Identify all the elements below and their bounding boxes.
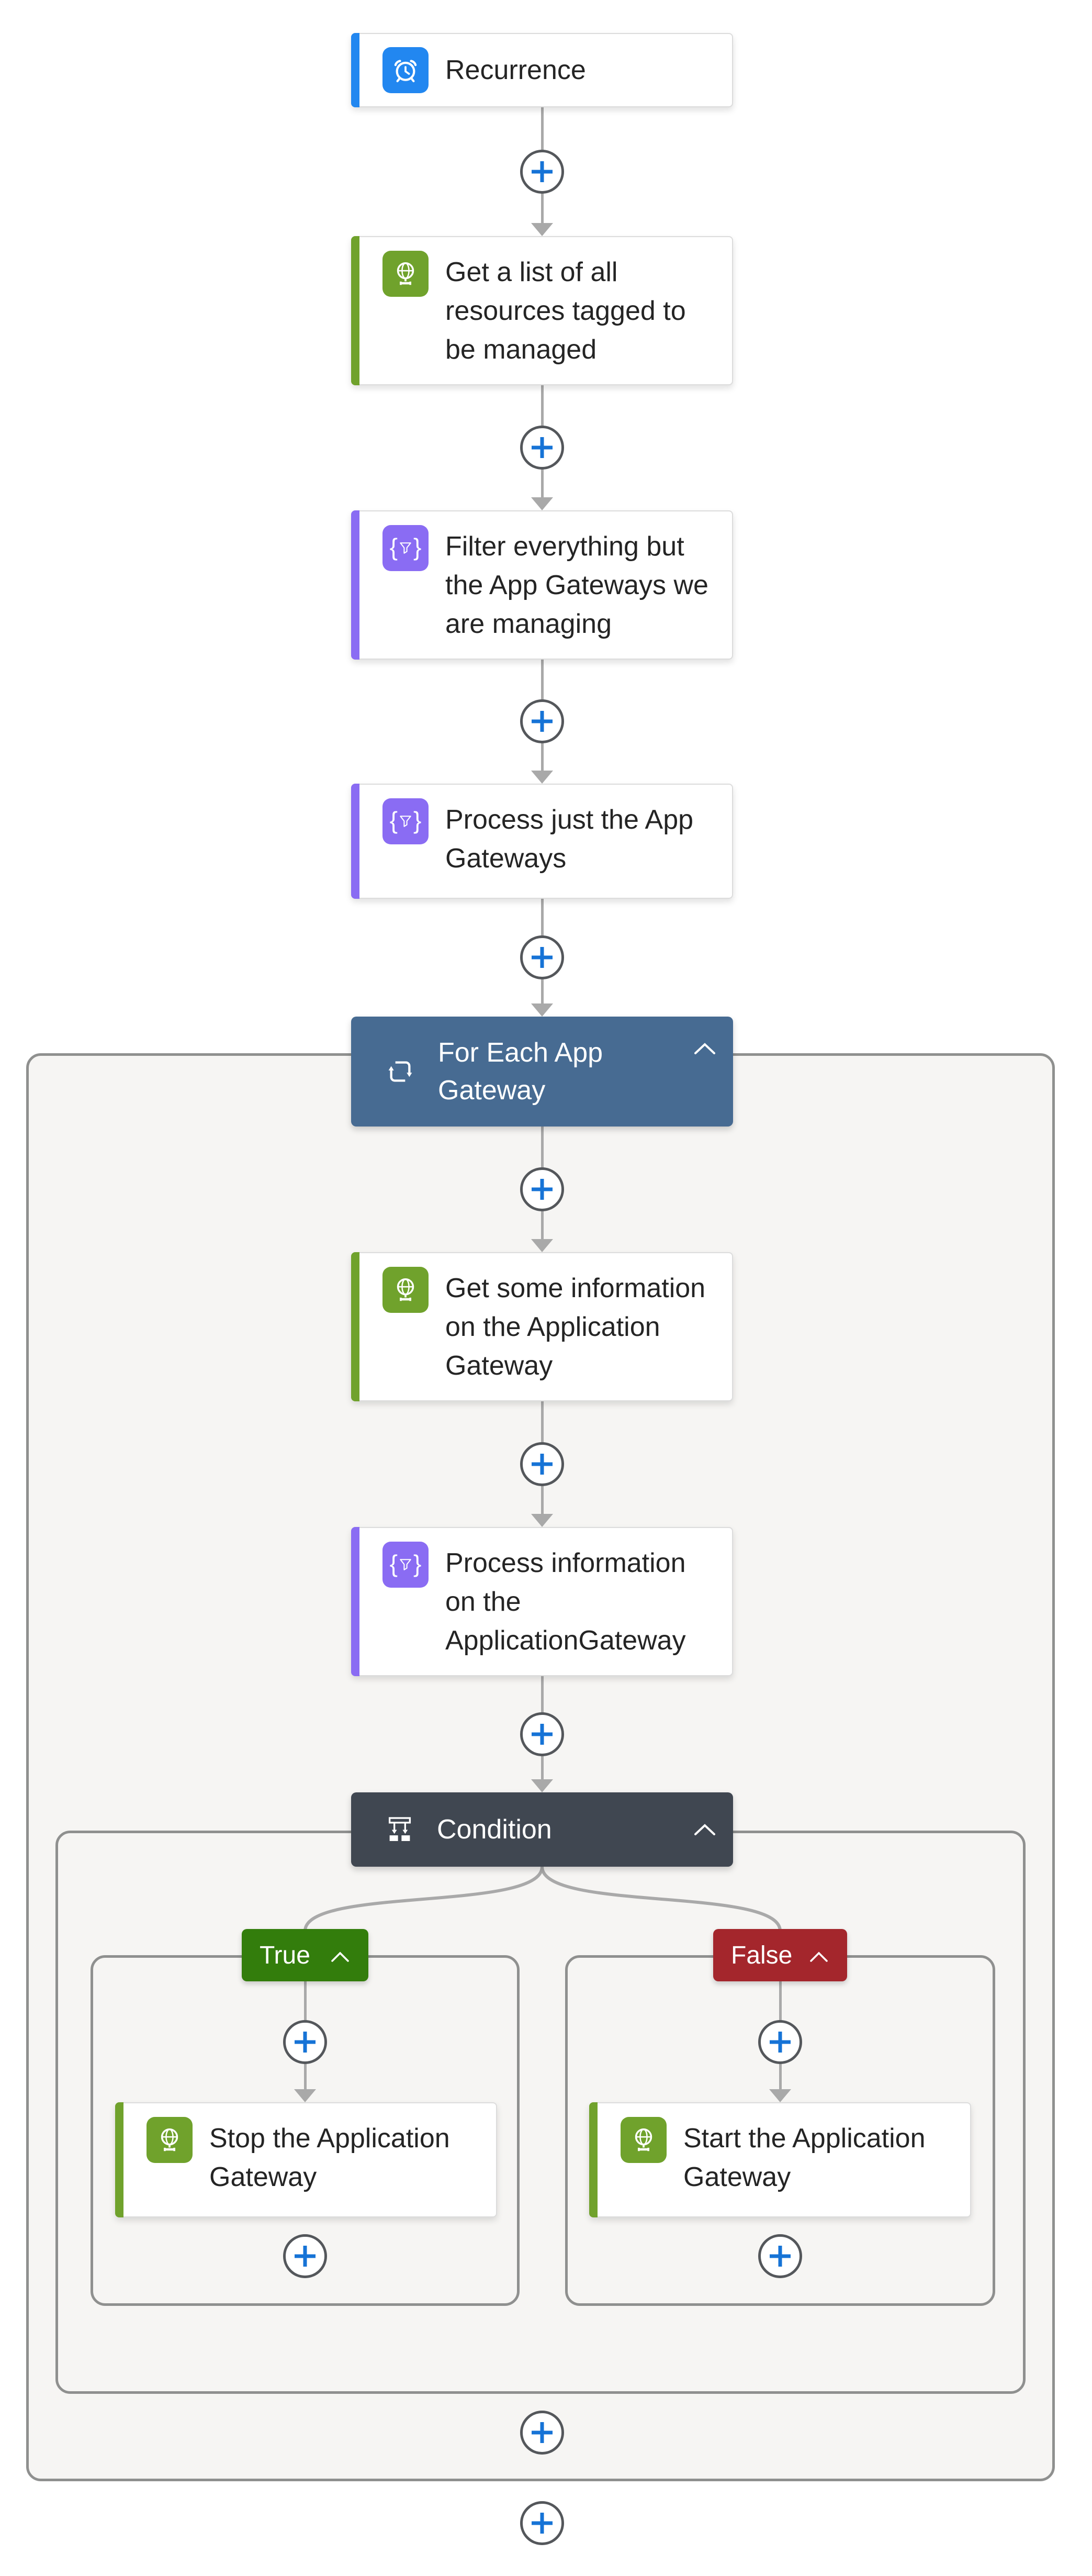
add-action-plus-button[interactable] — [758, 2234, 802, 2278]
accent-bar — [589, 2102, 598, 2217]
accent-bar — [351, 1527, 359, 1676]
collapse-chevron-icon[interactable] — [330, 1941, 351, 1970]
loop-icon — [384, 1055, 417, 1088]
arrow-down-icon — [531, 223, 553, 236]
recurrence-clock-icon — [382, 47, 429, 93]
action-title: Stop the Application Gateway — [209, 2123, 450, 2192]
brace-right-glyph: } — [413, 807, 422, 834]
accent-bar — [351, 1252, 359, 1401]
false-branch-badge[interactable]: False — [713, 1929, 847, 1981]
arrow-down-icon — [531, 1514, 553, 1527]
brace-left-glyph: { — [389, 533, 398, 561]
collapse-chevron-icon[interactable] — [808, 1941, 829, 1970]
action-title: Get some information on the Application … — [445, 1273, 706, 1381]
funnel-glyph — [400, 1559, 411, 1570]
braces-filter-icon: { } — [382, 525, 429, 571]
condition-scope-header[interactable]: Condition — [351, 1792, 733, 1867]
accent-bar — [351, 510, 359, 660]
brace-left-glyph: { — [389, 1550, 398, 1577]
insert-step-plus-button[interactable] — [758, 2020, 802, 2064]
braces-filter-icon: { } — [382, 798, 429, 844]
arrow-down-icon — [769, 2089, 791, 2102]
action-card-process-gateways[interactable]: { } Process just the App Gateways — [351, 784, 733, 899]
insert-step-plus-button[interactable] — [520, 699, 564, 743]
action-card-start-gateway[interactable]: Start the Application Gateway — [589, 2102, 971, 2217]
arrow-down-icon — [294, 2089, 316, 2102]
brace-right-glyph: } — [413, 1550, 422, 1577]
trigger-card-recurrence[interactable]: Recurrence — [351, 33, 733, 107]
condition-branch-icon — [384, 1813, 416, 1846]
add-action-plus-button[interactable] — [520, 2411, 564, 2455]
insert-step-plus-button[interactable] — [520, 150, 564, 194]
braces-filter-icon: { } — [382, 1542, 429, 1588]
true-branch-badge[interactable]: True — [242, 1929, 368, 1981]
action-title: Filter everything but the App Gateways w… — [445, 531, 708, 639]
scope-title: For Each App Gateway — [438, 1038, 603, 1106]
action-card-get-list[interactable]: Get a list of all resources tagged to be… — [351, 236, 733, 385]
accent-bar — [351, 784, 359, 899]
globe-connector-icon — [621, 2117, 667, 2163]
branch-label: False — [731, 1941, 793, 1969]
insert-step-plus-button[interactable] — [520, 1167, 564, 1211]
globe-connector-icon — [382, 1267, 429, 1313]
accent-bar — [115, 2102, 123, 2217]
arrow-down-icon — [531, 1779, 553, 1792]
insert-step-plus-button[interactable] — [520, 1712, 564, 1756]
arrow-down-icon — [531, 771, 553, 784]
add-action-plus-button[interactable] — [520, 2501, 564, 2545]
arrow-down-icon — [531, 1003, 553, 1017]
action-title: Get a list of all resources tagged to be… — [445, 257, 686, 365]
brace-right-glyph: } — [413, 533, 422, 561]
action-title: Start the Application Gateway — [683, 2123, 926, 2192]
action-card-filter[interactable]: { } Filter everything but the App Gatewa… — [351, 510, 733, 660]
funnel-glyph — [400, 542, 411, 554]
accent-bar — [351, 33, 359, 107]
action-card-get-info[interactable]: Get some information on the Application … — [351, 1252, 733, 1401]
add-action-plus-button[interactable] — [283, 2234, 327, 2278]
insert-step-plus-button[interactable] — [520, 426, 564, 470]
insert-step-plus-button[interactable] — [520, 935, 564, 979]
insert-step-plus-button[interactable] — [520, 1442, 564, 1486]
globe-connector-icon — [382, 251, 429, 297]
arrow-down-icon — [531, 1239, 553, 1252]
foreach-scope-header[interactable]: For Each App Gateway — [351, 1017, 733, 1127]
scope-title: Condition — [437, 1814, 552, 1845]
accent-bar — [351, 236, 359, 385]
collapse-chevron-icon[interactable] — [692, 1041, 717, 1059]
brace-left-glyph: { — [389, 807, 398, 834]
globe-connector-icon — [147, 2117, 193, 2163]
branch-label: True — [260, 1941, 310, 1969]
collapse-chevron-icon[interactable] — [692, 1822, 717, 1840]
action-title: Process information on the ApplicationGa… — [445, 1548, 686, 1656]
action-card-process-info[interactable]: { } Process information on the Applicati… — [351, 1527, 733, 1676]
arrow-down-icon — [531, 497, 553, 510]
funnel-glyph — [400, 816, 411, 827]
action-title: Recurrence — [445, 55, 586, 85]
action-title: Process just the App Gateways — [445, 805, 694, 874]
insert-step-plus-button[interactable] — [283, 2020, 327, 2064]
action-card-stop-gateway[interactable]: Stop the Application Gateway — [115, 2102, 497, 2217]
